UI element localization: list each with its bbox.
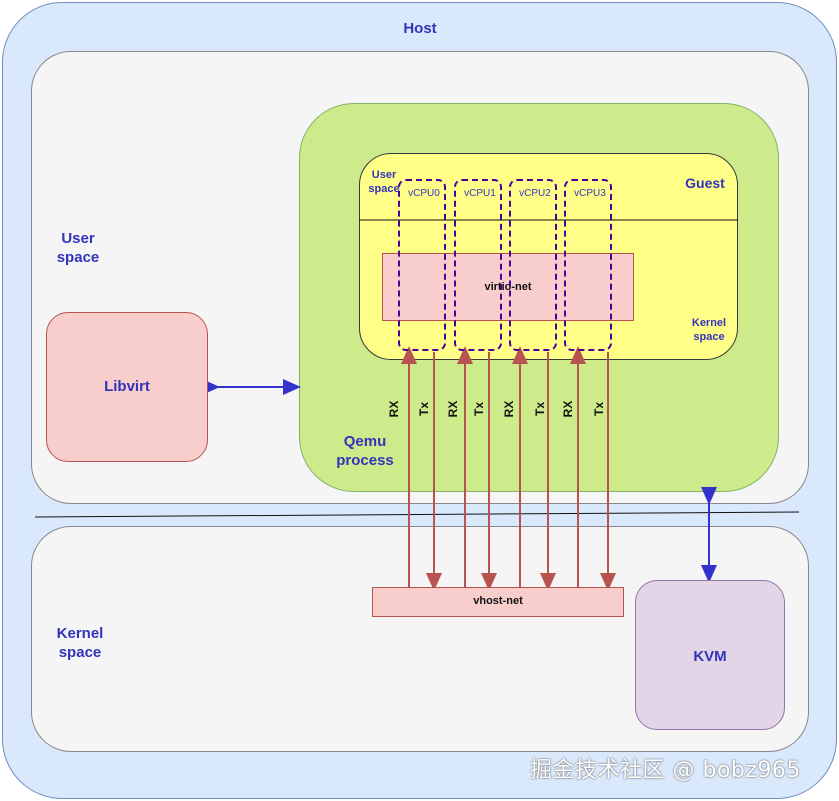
channel-label-rx-1: RX [446, 400, 460, 418]
libvirt-label: Libvirt [104, 378, 150, 395]
host-label: Host [403, 20, 437, 37]
guest-label: Guest [685, 175, 725, 191]
vcpu-label-1: vCPU1 [464, 188, 496, 199]
qemu-process-label: Qemu process [336, 433, 394, 469]
vcpu-box-2 [509, 179, 557, 351]
vcpu-box-1 [454, 179, 502, 351]
user-space-label: User space [56, 230, 100, 266]
kvm-label: KVM [693, 648, 727, 665]
guest-kernel-space-label: Kernel space [691, 317, 727, 343]
virtio-net-box [382, 253, 634, 321]
channel-label-rx-0: RX [387, 400, 401, 418]
vcpu-label-0: vCPU0 [408, 188, 440, 199]
vhost-net-label: vhost-net [473, 595, 523, 607]
channel-label-tx-0: Tx [417, 402, 431, 417]
kernel-space-label: Kernel space [56, 625, 104, 661]
vhost-net-box [372, 587, 624, 617]
kvm-box [635, 580, 785, 730]
user-kernel-divider [34, 511, 800, 518]
channel-label-tx-2: Tx [533, 402, 547, 417]
channel-label-rx-3: RX [561, 400, 575, 418]
vcpu-label-3: vCPU3 [574, 188, 606, 199]
libvirt-box [46, 312, 208, 462]
guest-user-space-label: User space [368, 169, 400, 195]
channel-label-tx-3: Tx [592, 402, 606, 417]
virtio-net-label: virtio-net [484, 281, 532, 293]
vcpu-box-0 [398, 179, 446, 351]
watermark-text: 掘金技术社区 @ bobz965 [530, 758, 801, 783]
vcpu-box-3 [564, 179, 612, 351]
vcpu-label-2: vCPU2 [519, 188, 551, 199]
channel-label-tx-1: Tx [472, 402, 486, 417]
channel-label-rx-2: RX [502, 400, 516, 418]
